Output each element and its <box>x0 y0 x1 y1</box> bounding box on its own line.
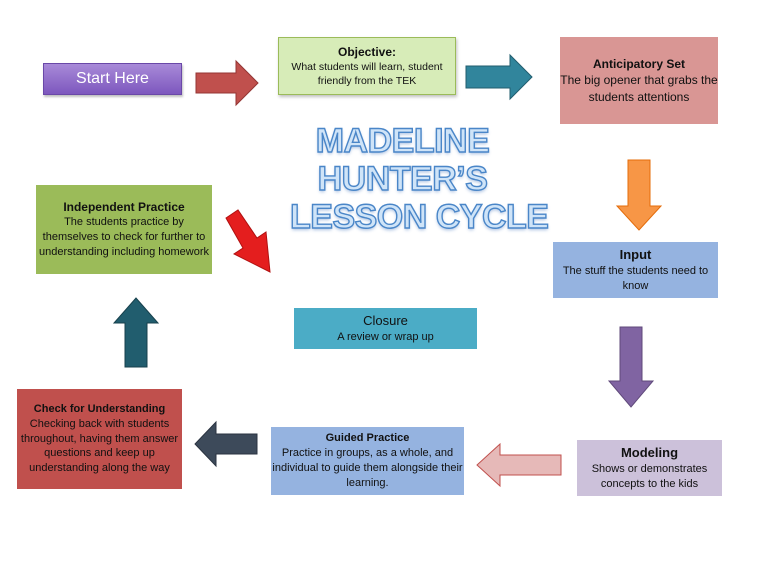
input-heading: Input <box>619 247 652 263</box>
arrow-left-icon <box>476 442 562 488</box>
modeling-box: Modeling Shows or demonstrates concepts … <box>577 440 722 496</box>
input-text: The stuff the students need to know <box>562 264 709 292</box>
title-line-3: LESSON CYCLE <box>289 197 549 237</box>
closure-heading: Closure <box>363 313 408 329</box>
anticipatory-set-box: Anticipatory Set The big opener that gra… <box>560 37 718 124</box>
start-here-box: Start Here <box>43 63 182 95</box>
check-for-understanding-heading: Check for Understanding <box>33 402 166 415</box>
title-line-2: HUNTER’S <box>317 159 489 199</box>
arrow-down-icon <box>615 159 663 231</box>
anticipatory-set-text: The big opener that grabs the students a… <box>560 73 718 104</box>
arrow-down-icon <box>607 326 655 408</box>
arrow-diagonal-icon <box>225 209 271 273</box>
title-line-1: MADELINE <box>315 121 490 160</box>
arrow-right-icon <box>195 59 259 107</box>
arrow-left-icon <box>194 420 258 468</box>
objective-heading: Objective: <box>337 44 397 59</box>
independent-practice-box: Independent Practice The students practi… <box>36 185 212 274</box>
independent-practice-heading: Independent Practice <box>63 200 185 215</box>
check-for-understanding-text: Checking back with students throughout, … <box>20 417 179 475</box>
arrow-up-icon <box>112 297 160 368</box>
guided-practice-box: Guided Practice Practice in groups, as a… <box>271 427 464 495</box>
diagram-title: MADELINE HUNTER’S LESSON CYCLE <box>289 121 549 237</box>
guided-practice-text: Practice in groups, as a whole, and indi… <box>272 447 463 489</box>
guided-practice-heading: Guided Practice <box>325 432 410 445</box>
modeling-heading: Modeling <box>620 445 679 461</box>
closure-box: Closure A review or wrap up <box>294 308 477 349</box>
start-here-label: Start Here <box>76 70 149 88</box>
closure-text: A review or wrap up <box>337 330 434 343</box>
arrow-right-icon <box>465 53 533 101</box>
input-box: Input The stuff the students need to kno… <box>553 242 718 298</box>
check-for-understanding-box: Check for Understanding Checking back wi… <box>17 389 182 489</box>
objective-box: Objective: What students will learn, stu… <box>278 37 456 95</box>
objective-text: What students will learn, student friend… <box>291 60 443 88</box>
independent-practice-text: The students practice by themselves to c… <box>39 216 209 259</box>
anticipatory-set-heading: Anticipatory Set <box>592 57 685 72</box>
modeling-text: Shows or demonstrates concepts to the ki… <box>591 462 708 490</box>
